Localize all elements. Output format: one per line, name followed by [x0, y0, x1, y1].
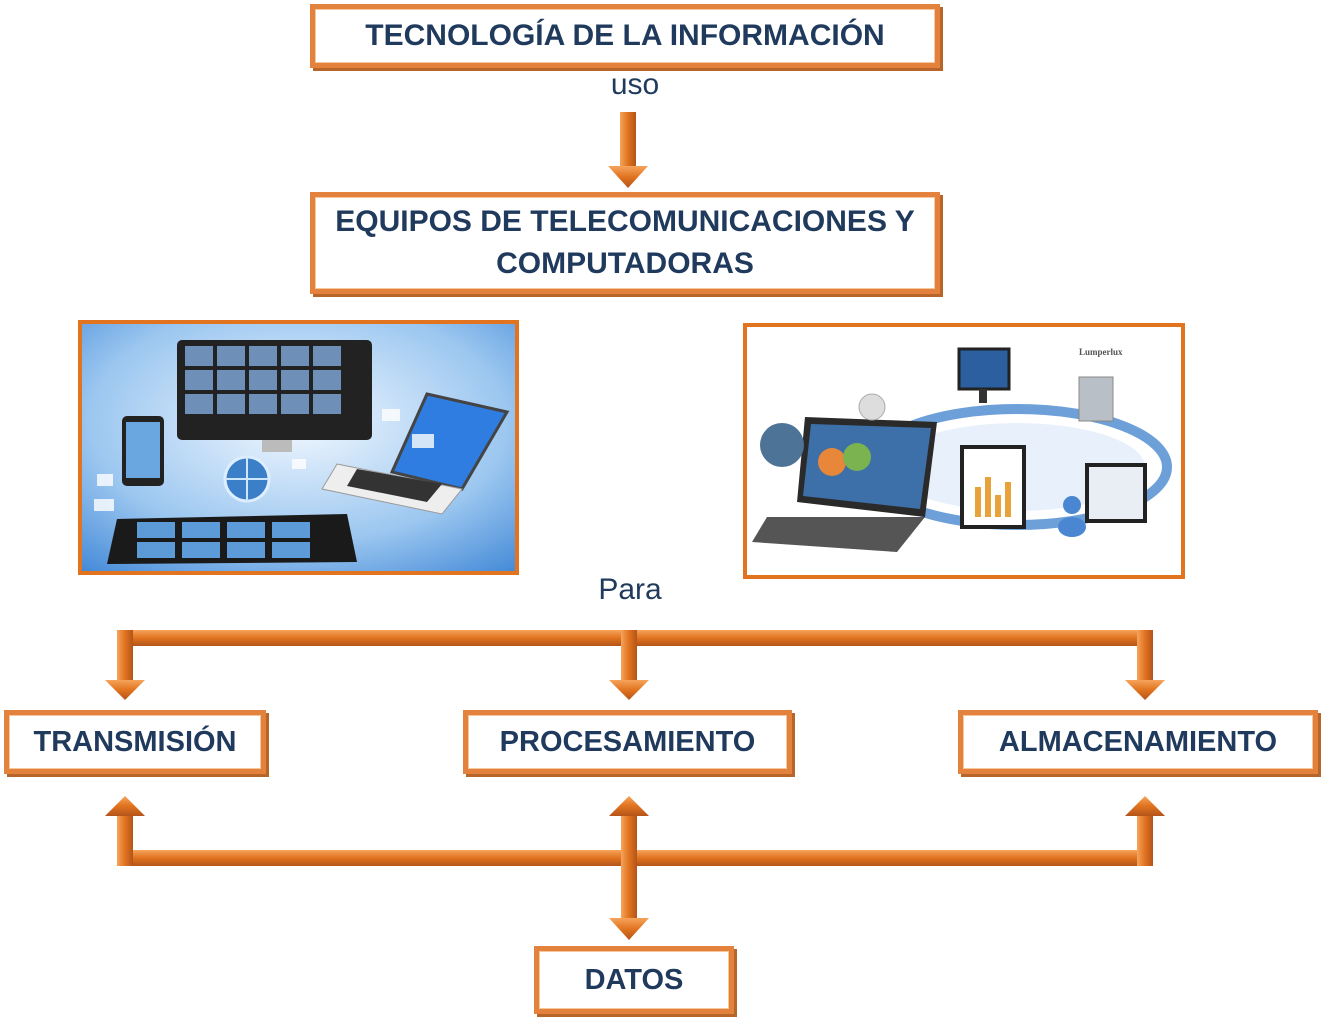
- computers-illustration: Lumperlux: [747, 327, 1181, 575]
- equipment-line1: EQUIPOS DE TELECOMUNICACIONES Y: [335, 205, 915, 238]
- arrow-uso: [608, 112, 648, 188]
- function-transmision: TRANSMISIÓN: [4, 710, 266, 774]
- bracket-para: [105, 630, 1165, 700]
- function-procesamiento: PROCESAMIENTO: [463, 710, 792, 774]
- datos-text: DATOS: [584, 963, 684, 996]
- title-text: TECNOLOGÍA DE LA INFORMACIÓN: [365, 19, 885, 52]
- label-para: Para: [598, 573, 662, 606]
- bracket-datos: [105, 796, 1165, 940]
- function-label: PROCESAMIENTO: [499, 725, 756, 758]
- function-label: ALMACENAMIENTO: [998, 725, 1278, 758]
- computers-image: Lumperlux: [743, 323, 1185, 579]
- brand-text: Lumperlux: [1079, 347, 1123, 357]
- function-almacenamiento: ALMACENAMIENTO: [958, 710, 1318, 774]
- datos-box: DATOS: [534, 946, 734, 1014]
- devices-image: [78, 320, 519, 575]
- equipment-box: EQUIPOS DE TELECOMUNICACIONES Y COMPUTAD…: [310, 192, 940, 294]
- title-box: TECNOLOGÍA DE LA INFORMACIÓN: [310, 4, 940, 68]
- equipment-line2: COMPUTADORAS: [496, 247, 754, 280]
- function-label: TRANSMISIÓN: [33, 725, 237, 758]
- label-uso: uso: [610, 68, 660, 101]
- devices-illustration: [82, 324, 515, 571]
